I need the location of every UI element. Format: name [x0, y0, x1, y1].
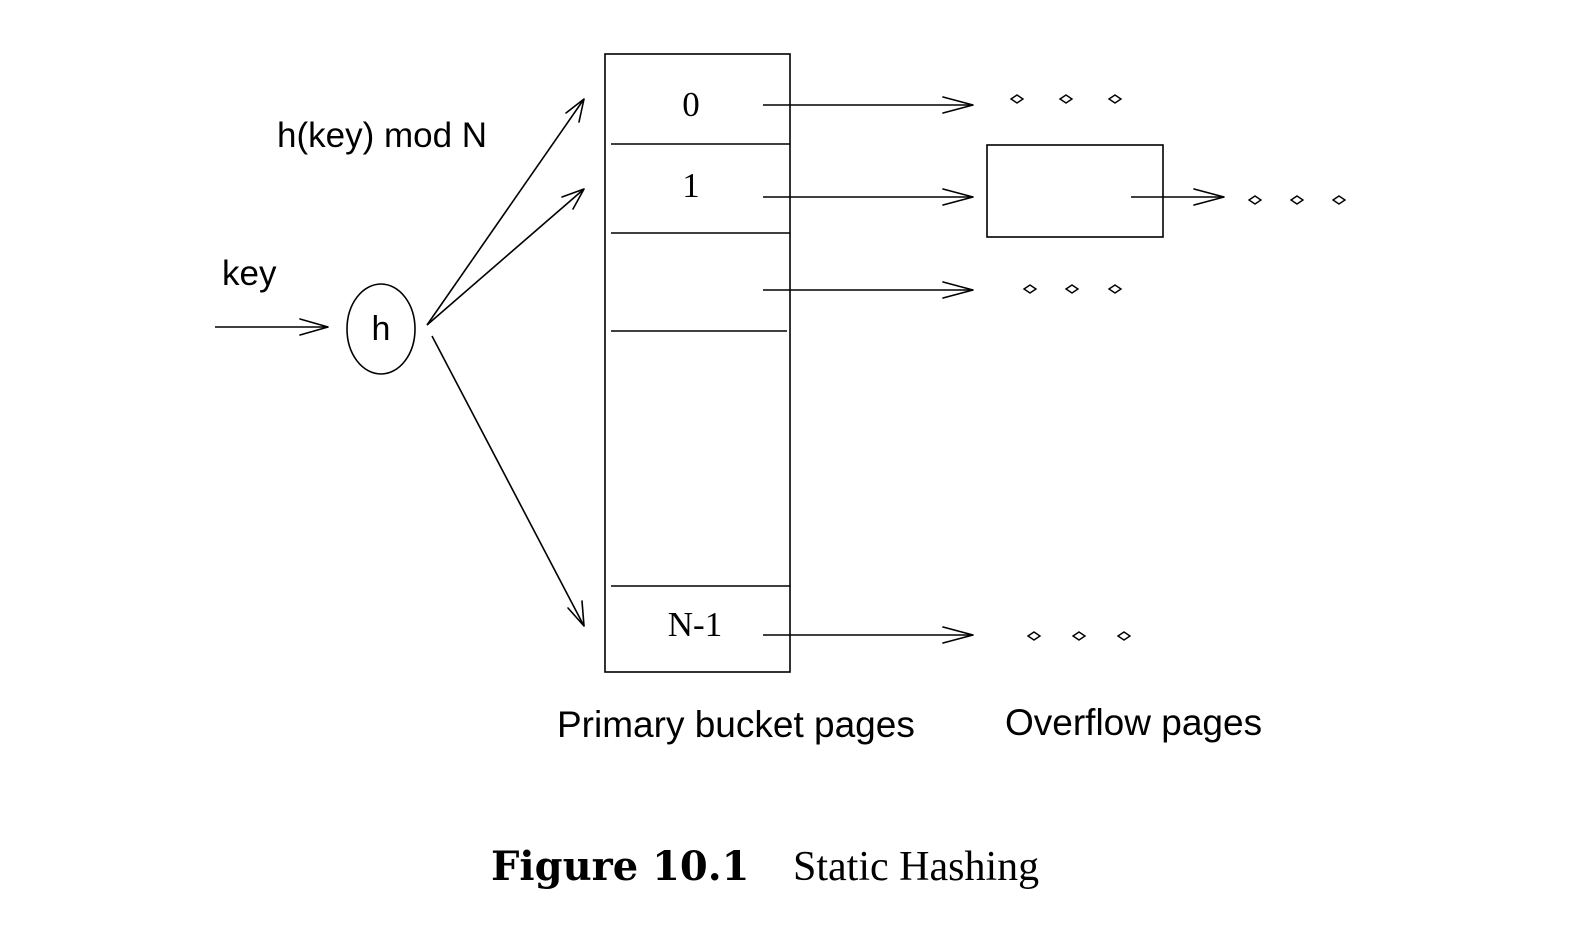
bucket-0-label: 0: [682, 85, 700, 124]
bucket-1-overflow-arrow: [763, 188, 974, 206]
bucket-n-1-overflow-arrow: [763, 626, 974, 644]
ellipsis-row-n-1: [1026, 631, 1132, 641]
hash-arrow-to-bucket-1: [426, 188, 585, 326]
hash-function-node: h: [346, 283, 416, 375]
overflow-page: [986, 144, 1225, 238]
bucket-2-overflow-arrow: [763, 281, 974, 299]
hash-arrow-to-bucket-0: [426, 98, 585, 326]
key-arrow: [215, 318, 329, 336]
key-label: key: [222, 254, 277, 293]
primary-bucket-pages: [604, 53, 791, 673]
bucket-1-label: 1: [682, 166, 700, 205]
ellipsis-row-1: [1247, 195, 1347, 205]
figure-title: Static Hashing: [793, 844, 1039, 890]
hash-arrow-to-bucket-n-1: [431, 335, 585, 627]
hash-function-label: h: [372, 310, 391, 348]
ellipsis-row-0: [1009, 94, 1123, 104]
ellipsis-row-2: [1022, 284, 1123, 294]
hash-formula-label: h(key) mod N: [277, 116, 487, 155]
bucket-0-overflow-arrow: [763, 96, 974, 114]
figure-number: Figure 10.1: [491, 843, 750, 890]
overflow-pages-label: Overflow pages: [1005, 702, 1262, 743]
bucket-n-1-label: N-1: [668, 605, 722, 644]
primary-pages-label: Primary bucket pages: [557, 704, 915, 745]
